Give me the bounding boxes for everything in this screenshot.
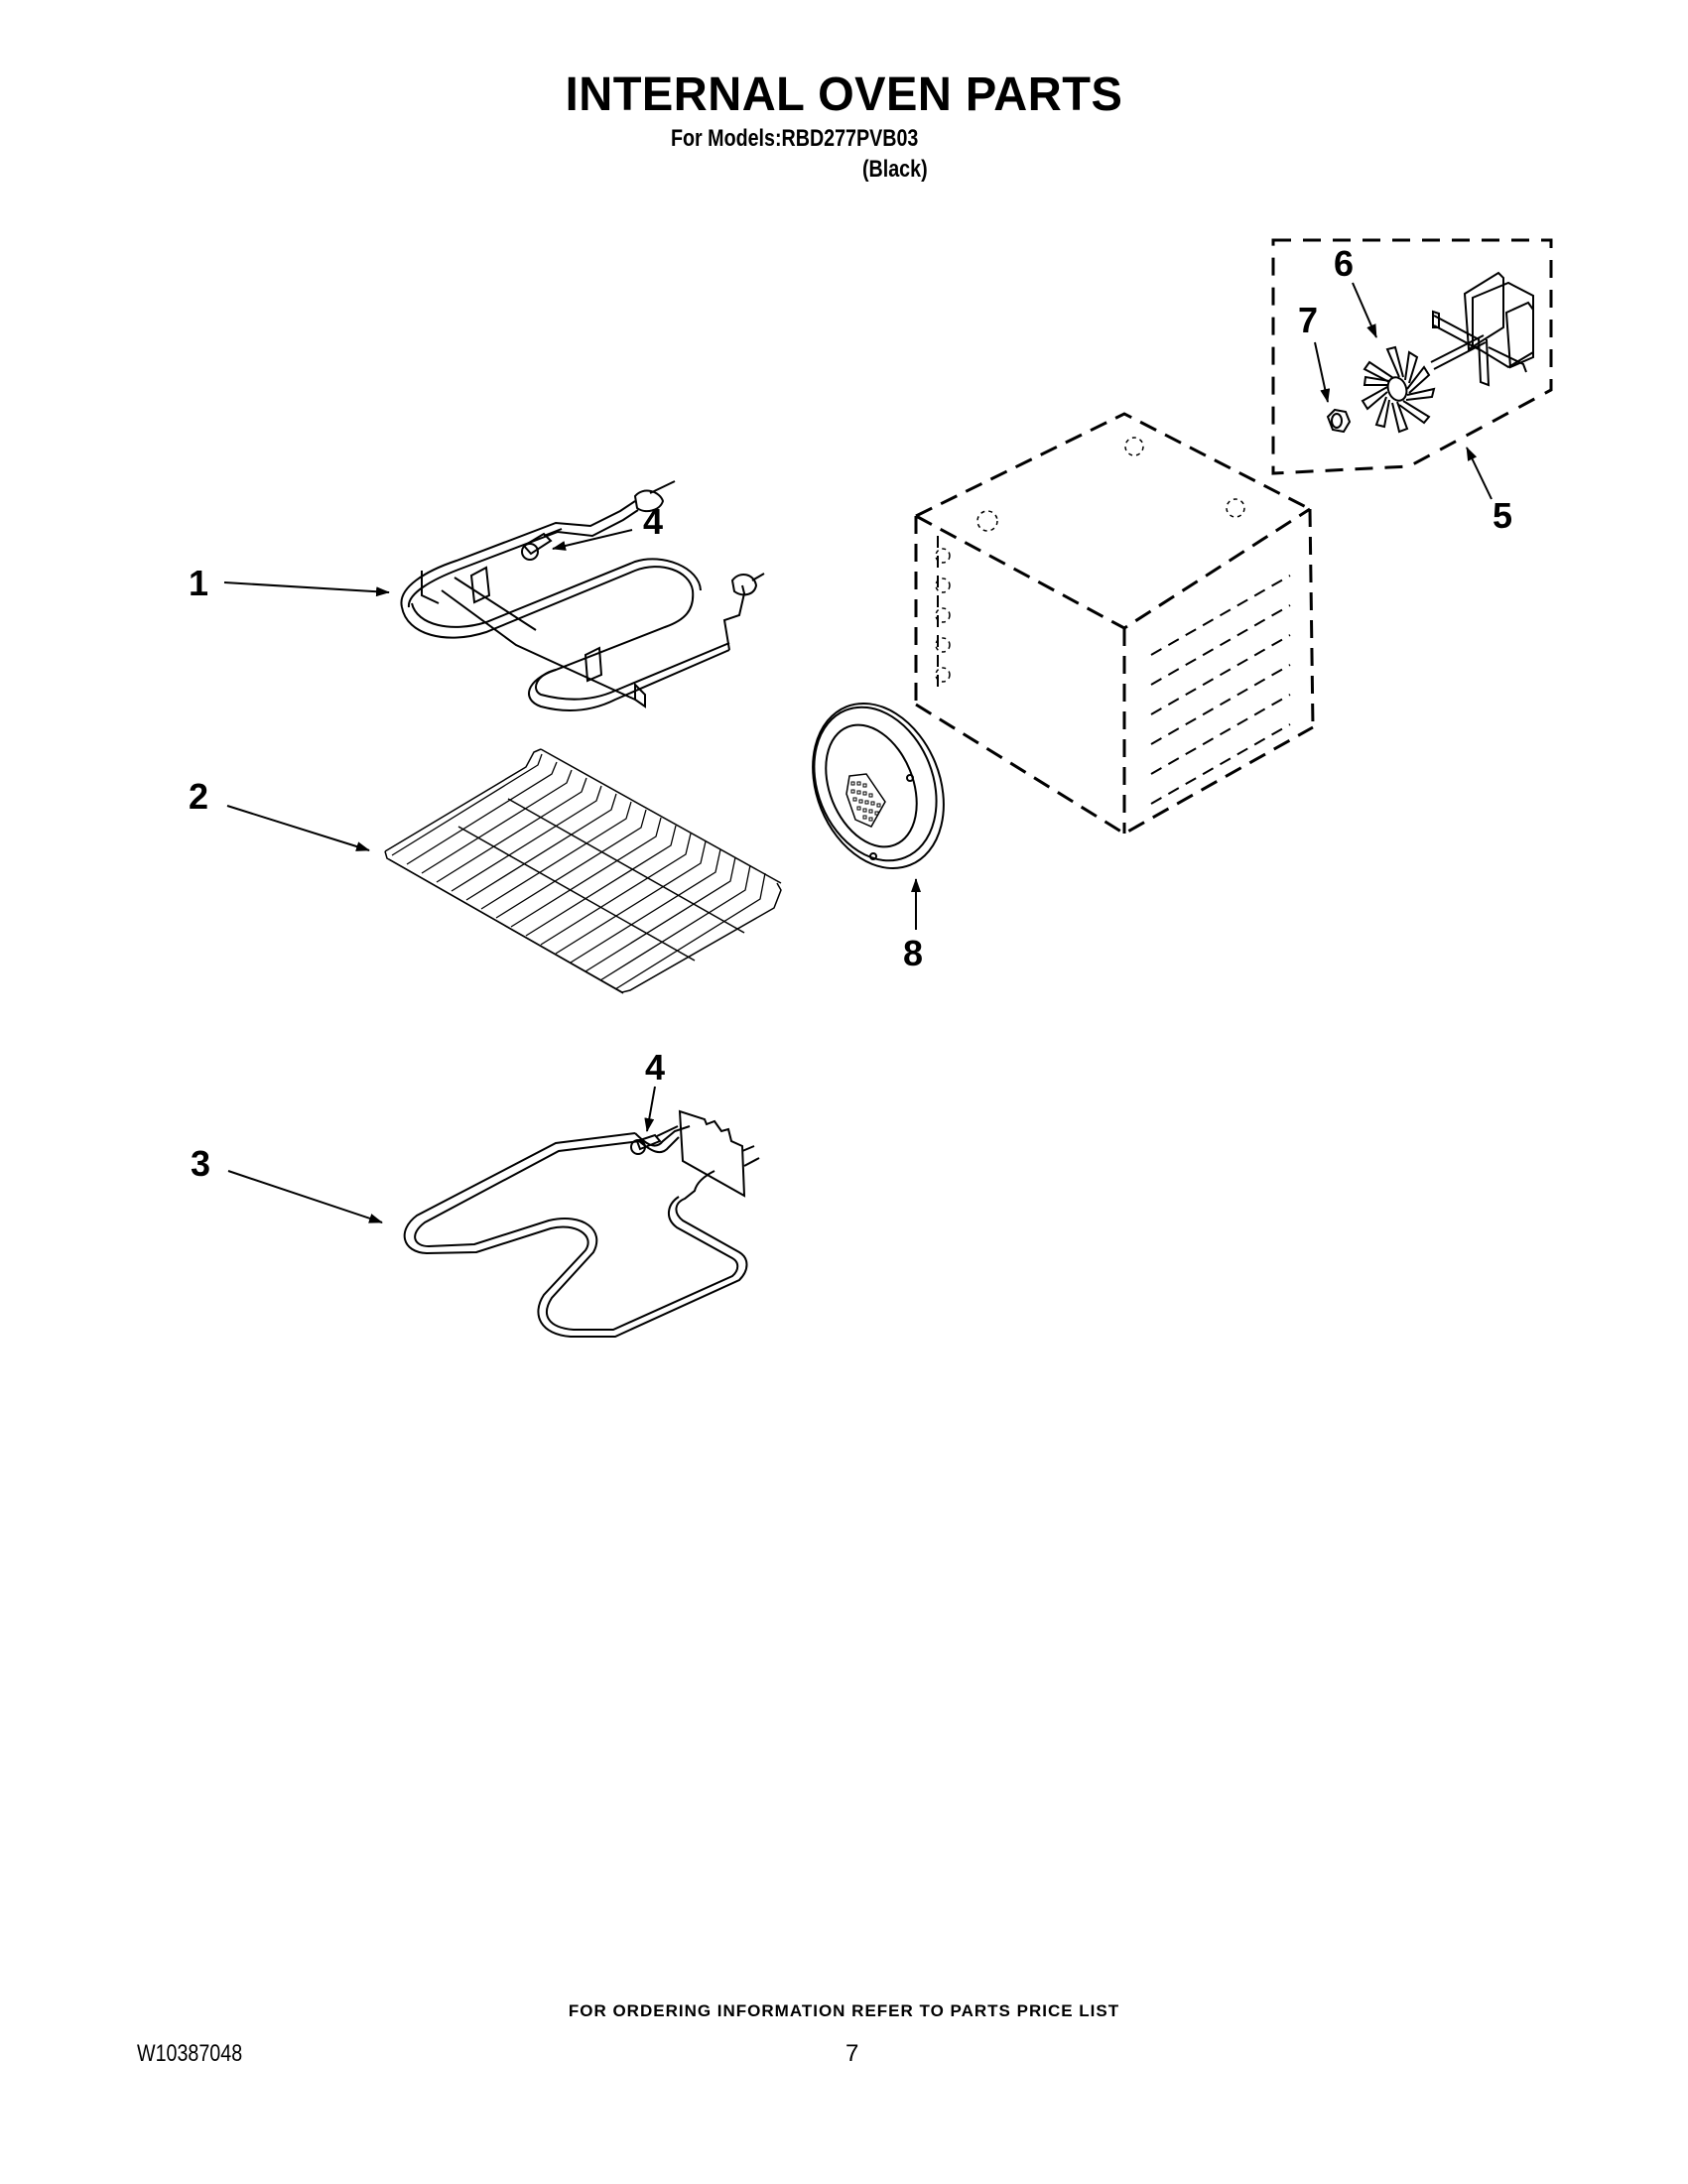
callout-4-lower: 4 — [645, 1047, 666, 1088]
arrow-4-upper — [552, 529, 633, 551]
arrow-7 — [1314, 341, 1331, 403]
arrow-5 — [1466, 447, 1493, 500]
screw-icon — [630, 1125, 679, 1155]
callout-2: 2 — [189, 776, 209, 817]
callout-7: 7 — [1298, 300, 1319, 340]
arrow-6 — [1352, 282, 1377, 338]
callout-5: 5 — [1493, 495, 1513, 536]
ordering-note: FOR ORDERING INFORMATION REFER TO PARTS … — [568, 2001, 1120, 2020]
arrow-2 — [226, 805, 370, 851]
callout-4-upper: 4 — [643, 501, 664, 542]
callout-3: 3 — [191, 1143, 211, 1184]
oven-rack-icon — [384, 748, 782, 994]
callout-arrows — [223, 282, 1493, 1223]
fan-baffle-icon — [812, 702, 945, 870]
rack-wires — [391, 753, 766, 990]
screw-icon — [521, 528, 563, 561]
oven-cavity-icon — [914, 412, 1315, 835]
document-number: W10387048 — [137, 2040, 243, 2067]
models-line: For Models:RBD277PVB03 — [671, 125, 919, 152]
arrow-3 — [227, 1170, 383, 1223]
bake-element-icon — [403, 1109, 760, 1338]
arrow-1 — [223, 581, 390, 597]
callout-1: 1 — [189, 563, 209, 603]
arrow-4-lower — [644, 1086, 656, 1132]
upper-element-icon — [400, 480, 765, 711]
callout-8: 8 — [903, 933, 924, 973]
fan-motor-icon — [1430, 271, 1534, 387]
page-title: INTERNAL OVEN PARTS — [565, 68, 1123, 121]
page-number: 7 — [845, 2040, 859, 2067]
nut-icon — [1326, 408, 1352, 434]
fan-blade-icon — [1361, 345, 1436, 434]
callout-6: 6 — [1334, 243, 1355, 284]
fan-assembly-box — [1271, 238, 1553, 475]
color-line: (Black) — [862, 156, 928, 183]
